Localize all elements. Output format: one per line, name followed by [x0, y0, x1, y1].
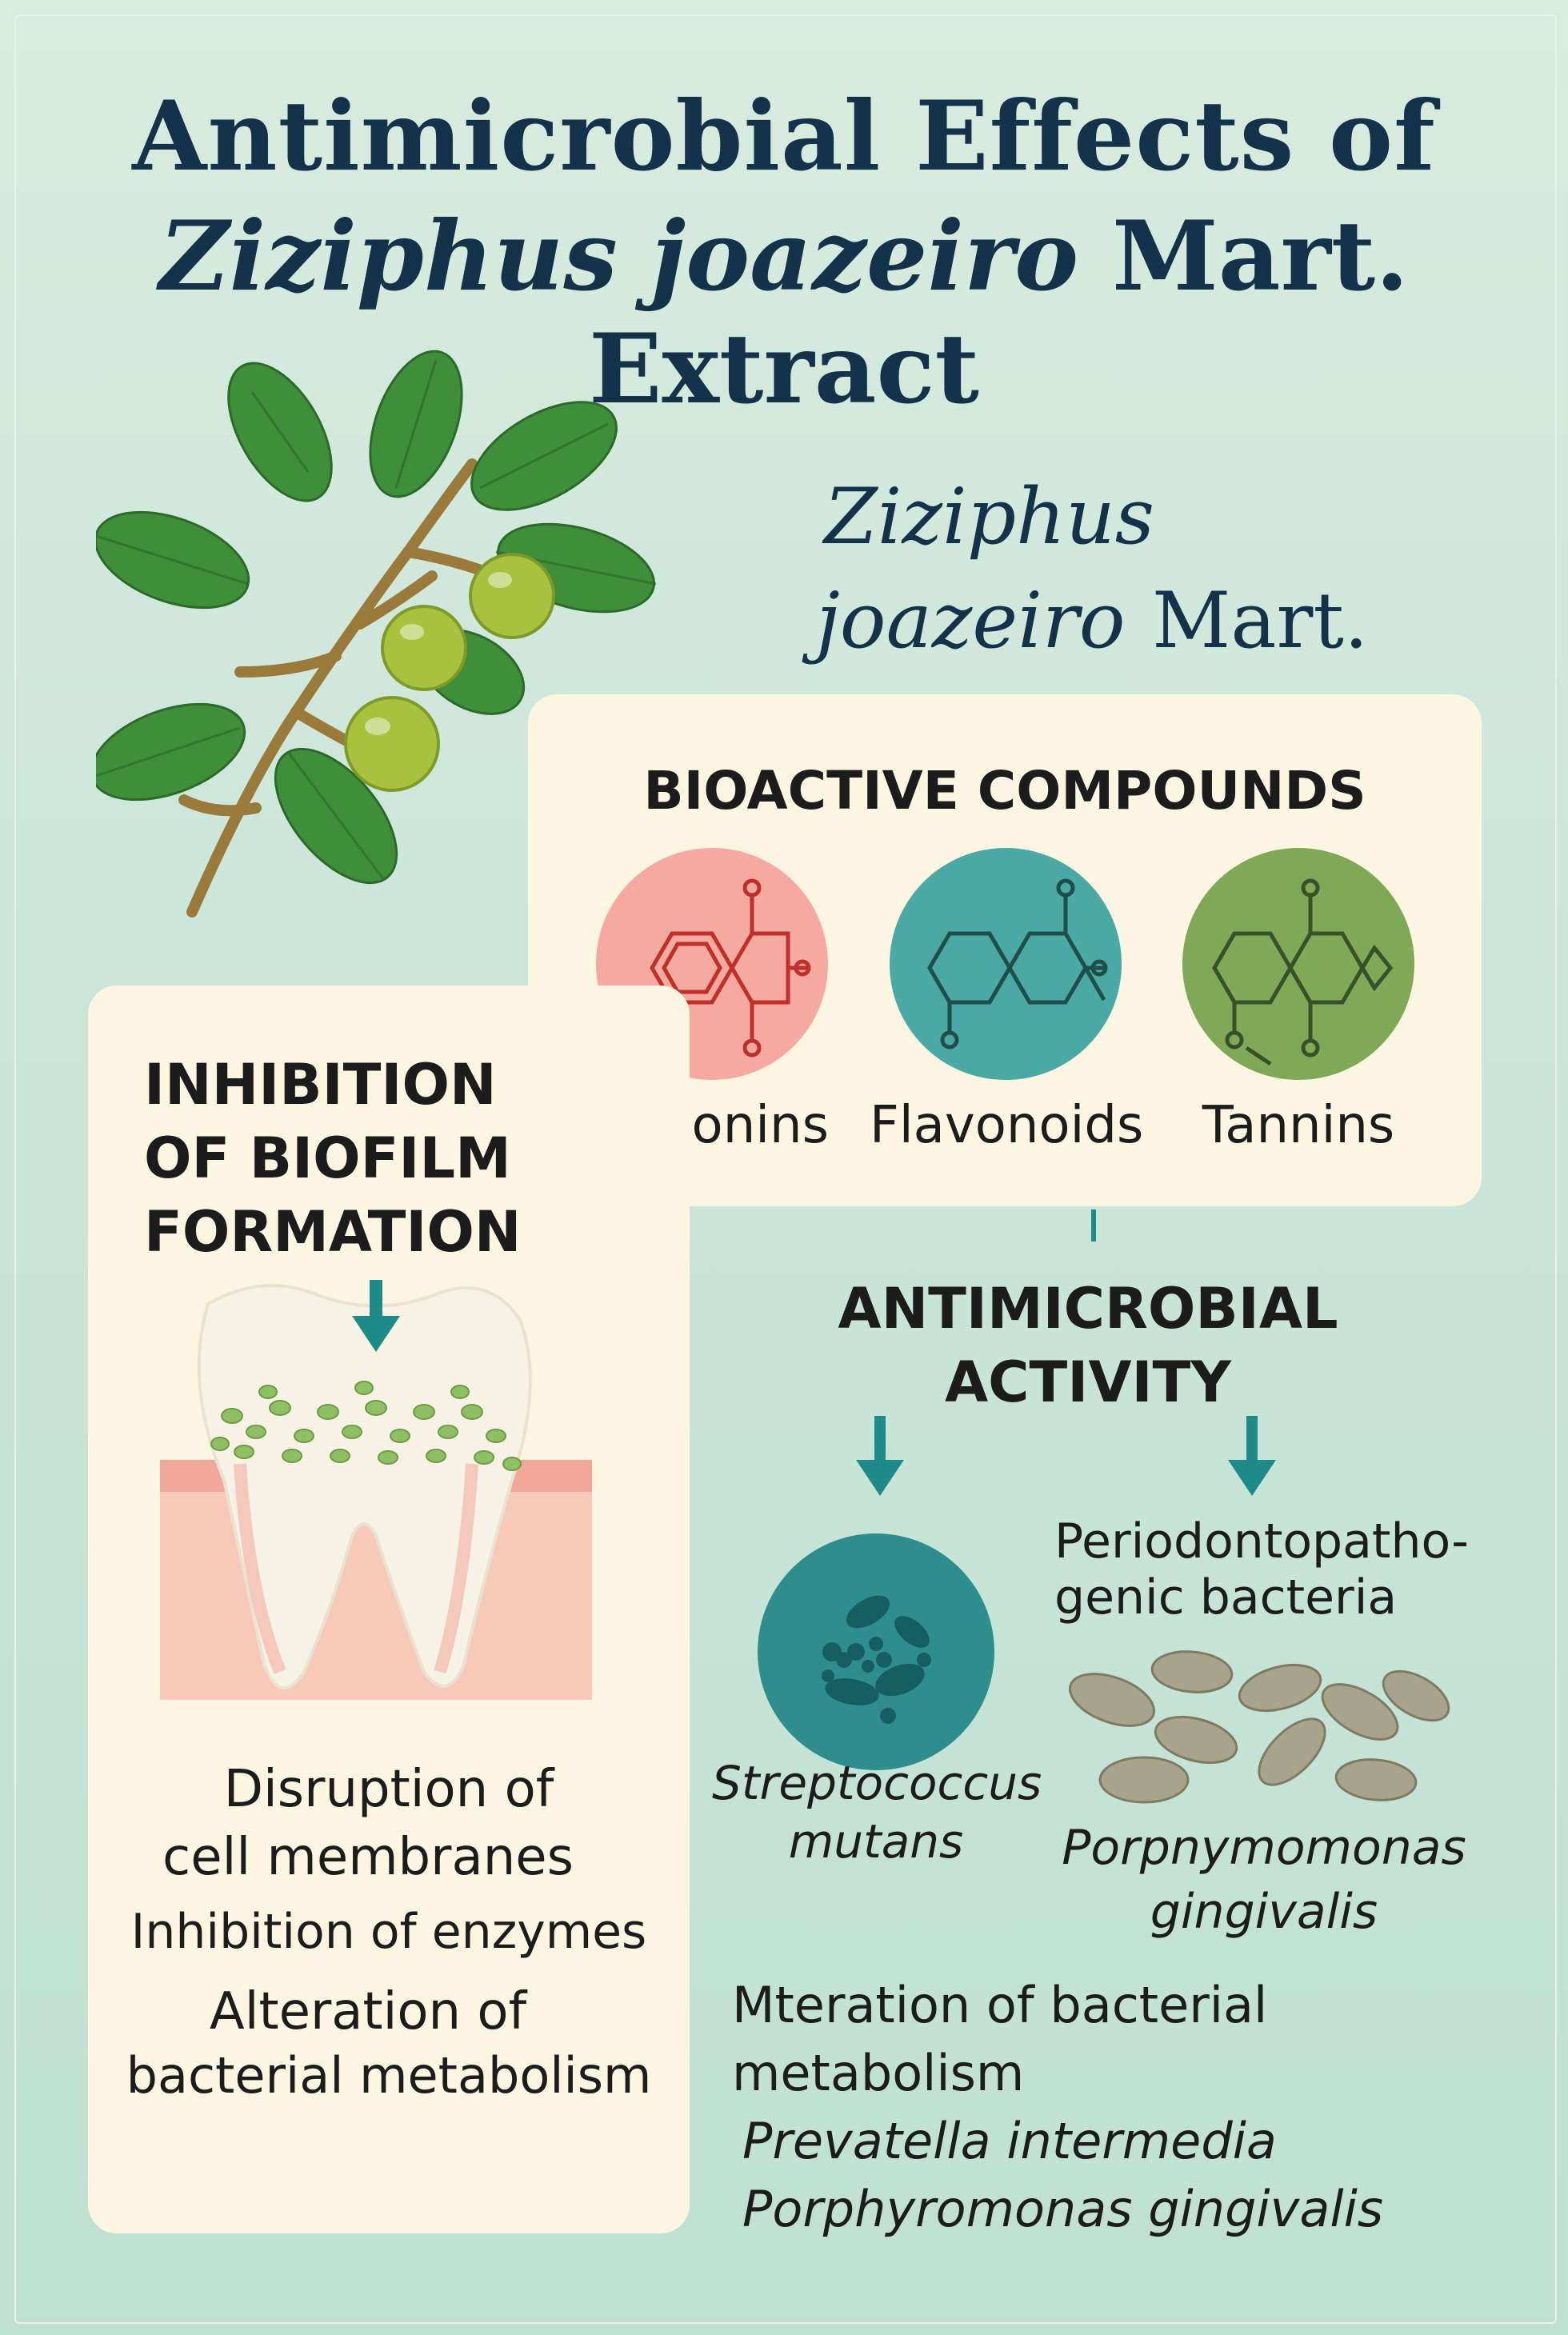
streptococcus-label-1: Streptococcus — [712, 1756, 1042, 1810]
compound-label-tannins: Tannins — [1202, 1096, 1395, 1155]
bioactive-heading: BIOACTIVE COMPOUNDS — [643, 760, 1366, 822]
mechanism-1: Disruption of — [223, 1760, 554, 1819]
antimicrobial-heading-line-2: ACTIVITY — [945, 1349, 1231, 1415]
title-species: Ziziphus joazeiro — [159, 200, 1079, 313]
biofilm-heading-line-3: FORMATION — [144, 1199, 522, 1265]
mechanism-4: Alteration of — [209, 1982, 527, 2041]
biofilm-heading-line-2: OF BIOFILM — [144, 1126, 511, 1191]
title-line-2: Ziziphus joazeiro Mart. Extract — [0, 200, 1568, 426]
tannins-structure-icon — [1212, 878, 1394, 1066]
tannins-circle — [1182, 848, 1414, 1080]
mechanism-3: Inhibition of enzymes — [130, 1904, 647, 1960]
perio-species-2: gingivalis — [1150, 1884, 1378, 1940]
bottom-text-1: Mteration of bacterial — [732, 1976, 1268, 2034]
perio-species-1: Porpnymomonas — [1062, 1820, 1466, 1876]
perio-label-1: Periodontopatho- — [1054, 1513, 1469, 1569]
plant-branch-illustration — [96, 350, 657, 918]
antimicrobial-heading: ANTIMICROBIAL ACTIVITY — [800, 1272, 1376, 1419]
species-epithet-text: joazeiro — [816, 576, 1126, 666]
flavonoids-circle — [890, 848, 1122, 1080]
species-epithet: joazeiro — [816, 576, 1126, 666]
species-author: Mart. — [1152, 576, 1369, 666]
bottom-species-1: Prevatella intermedia — [742, 2112, 1277, 2170]
mechanism-2: cell membranes — [162, 1828, 574, 1887]
mechanism-5: bacterial metabolism — [126, 2046, 652, 2105]
arrow-down-icon-2 — [1228, 1416, 1276, 1496]
species-genus: Ziziphus — [824, 472, 1154, 562]
flavonoids-structure-icon — [927, 878, 1108, 1050]
perio-label-2: genic bacteria — [1054, 1569, 1398, 1625]
streptococcus-illustration — [758, 1533, 994, 1770]
frame-border — [14, 14, 1557, 2324]
periodontal-bacteria-illustration — [1068, 1650, 1450, 1804]
bottom-text-2: metabolism — [732, 2044, 1025, 2102]
title-suffix: Mart. Extract — [589, 200, 1409, 426]
biofilm-heading-line-1: INHIBITION — [144, 1052, 497, 1118]
streptococcus-label-2: mutans — [788, 1814, 964, 1869]
connector-line — [1091, 1209, 1096, 1241]
arrow-down-icon — [856, 1416, 904, 1496]
compound-label-flavonoids: Flavonoids — [870, 1096, 1144, 1155]
tooth-biofilm-illustration — [160, 1280, 592, 1700]
title-line-1: Antimicrobial Effects of — [132, 80, 1436, 193]
antimicrobial-heading-line-1: ANTIMICROBIAL — [838, 1276, 1338, 1341]
biofilm-heading: INHIBITION OF BIOFILM FORMATION — [144, 1048, 522, 1269]
bottom-species-2: Porphyromonas gingivalis — [742, 2180, 1384, 2238]
species-genus-text: Ziziphus — [824, 472, 1155, 562]
